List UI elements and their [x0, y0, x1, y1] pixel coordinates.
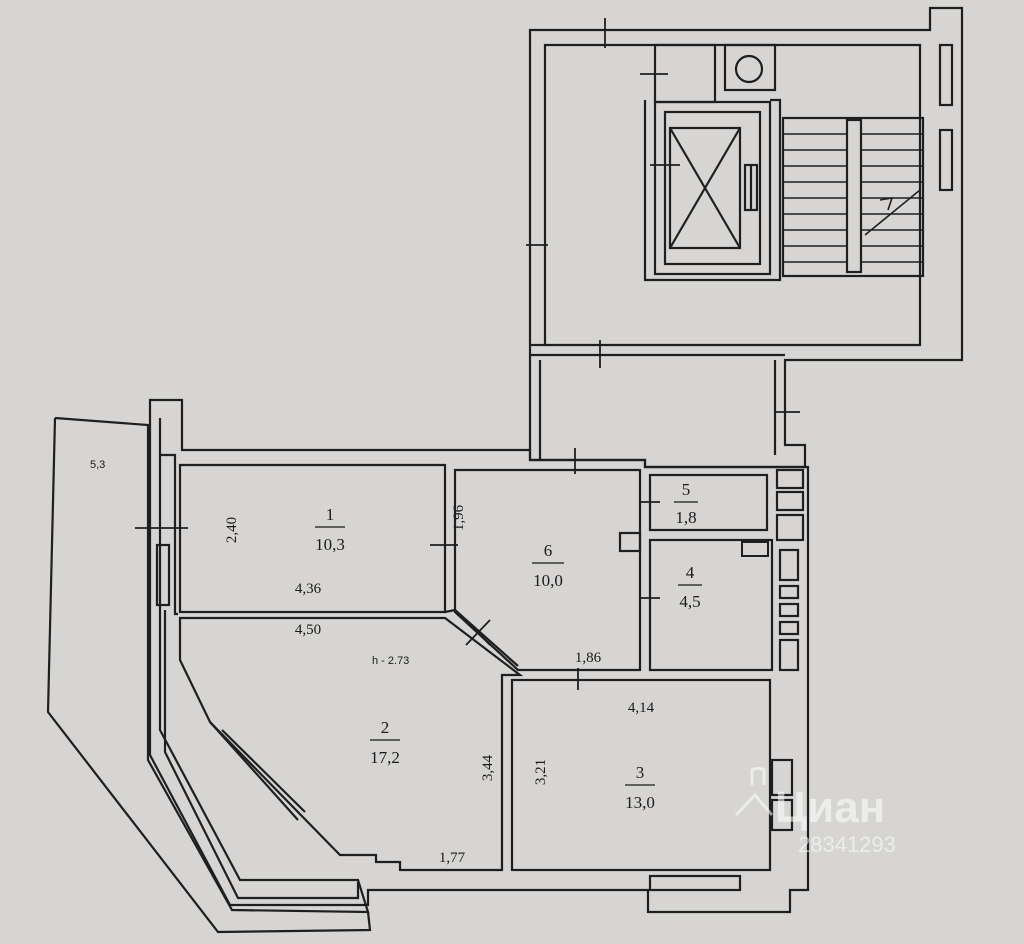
room-2-walls — [178, 608, 524, 872]
room-2-number: 2 — [381, 718, 390, 737]
room-4-number: 4 — [686, 563, 695, 582]
room-4-area: 4,5 — [679, 592, 700, 611]
door-marks — [135, 18, 800, 690]
dim-room1-right: 1,96 — [451, 504, 467, 531]
room-5-walls — [648, 473, 769, 532]
elevator-shaft — [643, 43, 782, 282]
dimension-labels: 2,40 4,36 1,96 4,50 3,44 1,77 1,86 4,14 … — [224, 504, 655, 866]
stair-treads — [783, 133, 923, 263]
staircase — [781, 116, 925, 278]
cian-logo-icon — [734, 766, 774, 817]
stairwell-block — [528, 6, 964, 469]
room-labels: 1 10,3 2 17,2 3 13,0 4 4,5 5 1,8 6 10,0 … — [90, 459, 702, 812]
watermark: Циан 28341293 — [734, 766, 896, 857]
dim-room1-height: 2,40 — [224, 517, 240, 543]
dim-room6-bottom: 1,86 — [575, 650, 602, 666]
dim-room2-right: 3,44 — [480, 754, 496, 781]
room-6-number: 6 — [544, 541, 553, 560]
room-5-area: 1,8 — [675, 508, 696, 527]
room-2-area: 17,2 — [370, 748, 400, 767]
dim-room3-top: 4,14 — [628, 700, 655, 716]
room-3-walls — [510, 678, 794, 892]
room-6-area: 10,0 — [533, 571, 563, 590]
room-5-number: 5 — [682, 480, 691, 499]
room-6-walls — [453, 468, 642, 672]
balcony — [46, 416, 372, 934]
room-1-area: 10,3 — [315, 535, 345, 554]
room-3-number: 3 — [636, 763, 645, 782]
dim-room3-left: 3,21 — [533, 759, 549, 785]
apartment-outer-wall — [148, 398, 810, 914]
room-4-walls — [648, 468, 805, 672]
ceiling-height: h - 2.73 — [372, 655, 409, 667]
dim-room2-bottom: 1,77 — [439, 850, 466, 866]
dim-room2-top: 4,50 — [295, 622, 321, 638]
balcony-area: 5,3 — [90, 459, 105, 471]
room-3-area: 13,0 — [625, 793, 655, 812]
watermark-brand: Циан — [775, 783, 885, 832]
dim-room1-width: 4,36 — [295, 581, 322, 597]
watermark-id: 28341293 — [798, 832, 896, 857]
room-1-number: 1 — [326, 505, 335, 524]
